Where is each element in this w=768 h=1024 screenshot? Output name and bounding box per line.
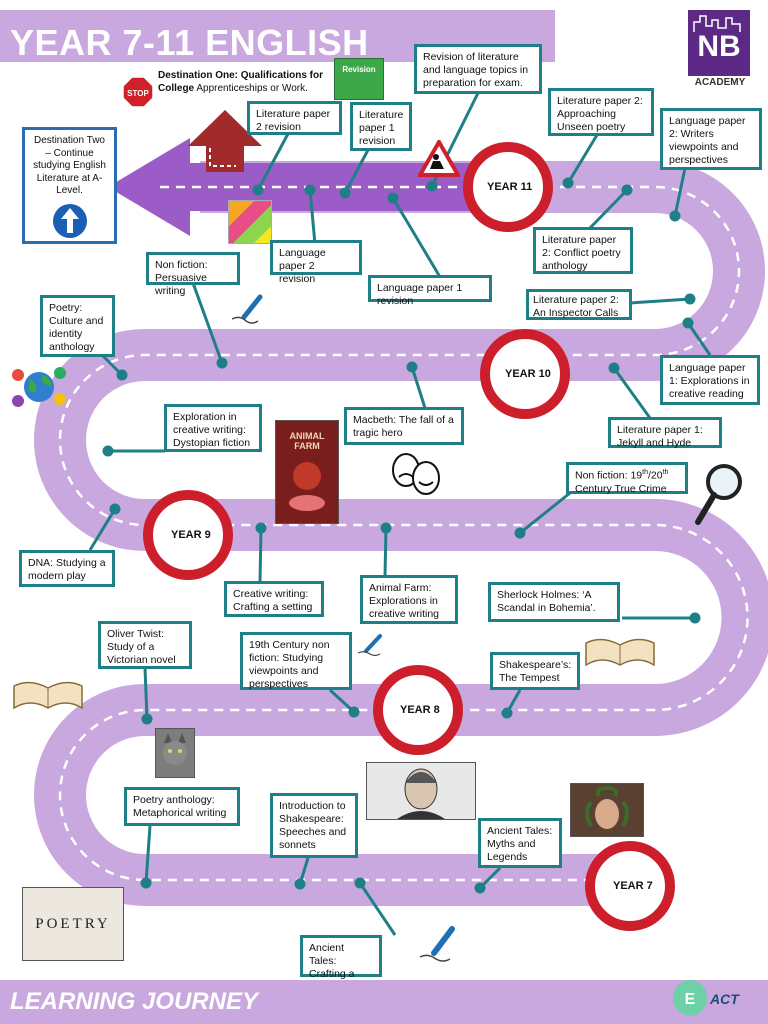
stop-sign-text: STOP (127, 89, 149, 98)
svg-text:E: E (685, 991, 696, 1008)
year-10-label: YEAR 10 (505, 368, 551, 380)
year-7-label: YEAR 7 (613, 880, 653, 892)
shakespeare-portrait-icon (397, 768, 445, 819)
topic-exploration-dystopian: Exploration in creative writing: Dystopi… (164, 404, 262, 452)
post-it-notes-image (228, 200, 272, 244)
topic-poetry-metaphorical: Poetry anthology: Metaphorical writing (124, 787, 240, 826)
topic-macbeth: Macbeth: The fall of a tragic hero (344, 407, 464, 445)
topic-ancient-hero: Ancient Tales: Crafting a hero (300, 935, 382, 993)
topic-poetry-culture: Poetry: Culture and identity anthology (40, 295, 115, 357)
poetry-tiles-image: POETRY (22, 887, 124, 961)
medusa-icon (585, 785, 629, 829)
page-title: YEAR 7-11 ENGLISH (10, 22, 369, 63)
poetry-tiles-text: POETRY (35, 916, 111, 932)
true-crime-sup-1: th (642, 469, 648, 476)
connectors (88, 92, 712, 936)
topic-lang-p2-writers: Language paper 2: Writers viewpoints and… (660, 108, 762, 170)
red-arrow-icon (188, 110, 262, 172)
topic-non-fiction-persuasive: Non fiction: Persuasive writing (146, 252, 240, 297)
topic-lit-p2-conflict: Literature paper 2: Conflict poetry anth… (533, 227, 633, 274)
road-arrow-head (108, 138, 190, 236)
logo-letters: NB (697, 30, 741, 63)
eact-logo-text: ACT (709, 991, 740, 1007)
pen-icon-small (357, 634, 382, 657)
animal-farm-cover-title: ANIMAL FARM (289, 431, 325, 451)
destination-one-title: Destination One: Qualifications for Coll… (158, 70, 324, 94)
nb-academy-logo: NB (688, 10, 750, 76)
cat-icon (163, 733, 187, 765)
topic-dna: DNA: Studying a modern play (19, 550, 115, 587)
pen-icon-bottom (419, 926, 455, 962)
globe-icon (12, 367, 66, 407)
topic-lit-p2-inspector: Literature paper 2: An Inspector Calls (526, 289, 632, 320)
topic-lit-p1-revision: Literature paper 1 revision (350, 102, 412, 151)
revision-notebook-label: Revision (342, 65, 376, 74)
year-8-ring (373, 665, 463, 755)
year-11-ring (463, 142, 553, 232)
true-crime-text-c: Century True Crime (575, 482, 667, 495)
destination-two-box: Destination Two – Continue studying Engl… (22, 127, 117, 244)
topic-lang-p1-revision: Language paper 1 revision (368, 275, 492, 307)
windmill-pig-icon (289, 462, 325, 511)
title-bar: YEAR 7-11 ENGLISH (0, 10, 555, 63)
topic-sherlock: Sherlock Holmes: ‘A Scandal in Bohemia’. (488, 582, 620, 622)
footer-bar: LEARNING JOURNEY (0, 980, 768, 1024)
cat-image (155, 728, 195, 778)
road-centre-line (58, 185, 749, 882)
topic-revision-lit-lang: Revision of literature and language topi… (414, 44, 542, 94)
true-crime-text-b: /20 (647, 469, 663, 482)
year-9-ring (143, 490, 233, 580)
stop-sign-icon: STOP (122, 76, 154, 108)
shakespeare-image (366, 762, 476, 820)
year-7-ring (585, 841, 675, 931)
year-11-label: YEAR 11 (487, 181, 533, 193)
topic-intro-shakespeare: Introduction to Shakespeare: Speeches an… (270, 793, 358, 858)
footer-title: LEARNING JOURNEY (10, 988, 259, 1015)
year-9-label: YEAR 9 (171, 529, 211, 541)
topic-lang-p2-revision: Language paper 2 revision (270, 240, 362, 285)
topic-oliver-twist: Oliver Twist: Study of a Victorian novel (98, 621, 192, 669)
pen-icon (231, 294, 263, 324)
topic-lit-p2-revision: Literature paper 2 revision (247, 101, 342, 135)
true-crime-text-a: Non fiction: 19 (575, 469, 643, 482)
skyline-icon (693, 15, 741, 32)
destination-two-text: Destination Two – Continue studying Engl… (33, 135, 106, 196)
roadworks-sign-icon (418, 140, 460, 177)
theatre-masks-icon (392, 453, 440, 495)
topic-lit-p1-jekyll: Literature paper 1: Jekyll and Hyde (608, 417, 722, 449)
up-arrow-icon (52, 203, 87, 238)
topic-19th-nonfiction: 19th Century non fiction: Studying viewp… (240, 632, 352, 690)
revision-notebook: Revision (334, 58, 384, 100)
globe-hands-image (10, 365, 68, 409)
topic-lang-p1-creative: Language paper 1: Explorations in creati… (660, 355, 760, 405)
logo-subtitle: ACADEMY (694, 77, 746, 88)
destination-one: Destination One: Qualifications for Coll… (158, 70, 338, 95)
year-8-label: YEAR 8 (400, 704, 440, 716)
topic-tempest: Shakespeare’s: The Tempest (490, 652, 580, 690)
animal-farm-book-image: ANIMAL FARM (275, 420, 339, 524)
open-book-icon-left (13, 681, 83, 710)
magnifying-glass-icon (695, 464, 742, 525)
destination-one-text: Apprenticeships or Work. (194, 82, 308, 94)
true-crime-sup-2: th (662, 469, 669, 476)
medusa-image (570, 783, 644, 837)
topic-animal-farm: Animal Farm: Explorations in creative wr… (360, 575, 458, 624)
topic-lit-p2-unseen: Literature paper 2: Approaching Unseen p… (548, 88, 654, 136)
topic-creative-setting: Creative writing: Crafting a setting (224, 581, 324, 617)
open-book-icon (585, 638, 655, 667)
topic-ancient-myths: Ancient Tales: Myths and Legends (478, 818, 562, 868)
year-10-ring (480, 329, 570, 419)
topic-non-fiction-true-crime: Non fiction: 19th/20th Century True Crim… (566, 462, 688, 495)
eact-logo-icon: E ACT (673, 980, 740, 1016)
